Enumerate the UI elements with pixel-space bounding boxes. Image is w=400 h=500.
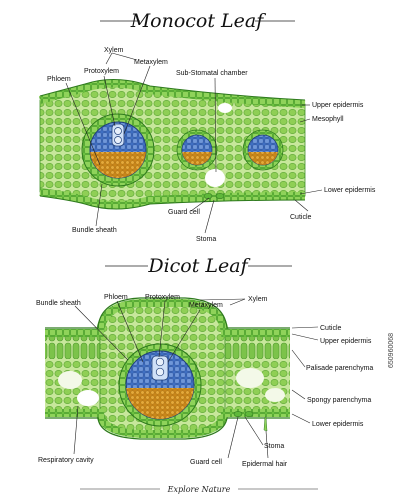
dicot-xylem-vessel-2: [155, 367, 165, 377]
dicot-label-palisade: Palisade parenchyma: [306, 365, 373, 372]
monocot-label-phloem: Phloem: [47, 76, 71, 83]
dicot-guard-cell-right: [244, 411, 254, 417]
monocot-leader-lines: [65, 52, 323, 234]
dicot-label-epidermal-hair: Epidermal hair: [242, 461, 288, 468]
monocot-upper-epidermis: [38, 79, 306, 108]
dicot-label-protoxylem: Protoxylem: [145, 294, 180, 301]
monocot-label-xylem: Xylem: [104, 47, 124, 54]
dicot-lower-epidermis: [45, 409, 290, 438]
dicot-label-spongy: Spongy parenchyma: [307, 397, 371, 404]
monocot-lower-cuticle: [39, 195, 306, 210]
dicot-label-xylem: Xylem: [248, 296, 268, 303]
stock-id: 650960068: [388, 332, 395, 368]
monocot-substomatal-chamber: [205, 169, 225, 187]
monocot-lower-epidermis: [39, 188, 306, 209]
dicot-label-upper-epidermis: Upper epidermis: [320, 338, 372, 345]
footer-text: Explore Nature: [167, 485, 231, 494]
monocot-guard-cell-right: [215, 193, 225, 199]
monocot-phloem-small-2: [248, 152, 278, 165]
dicot-epidermal-hair: [263, 416, 268, 432]
dicot-air-space-2: [236, 368, 264, 388]
monocot-stoma-upper: [218, 103, 232, 113]
dicot-leader-lines: [73, 298, 319, 459]
dicot-label-phloem: Phloem: [104, 294, 128, 301]
monocot-upper-cuticle: [39, 78, 306, 101]
dicot-label-cuticle: Cuticle: [320, 325, 342, 332]
dicot-label-stoma: Stoma: [264, 443, 284, 450]
dicot-air-space-3: [265, 388, 285, 402]
monocot-label-guard-cell: Guard cell: [168, 209, 200, 216]
monocot-label-stoma: Stoma: [196, 236, 216, 243]
monocot-label-metaxylem: Metaxylem: [134, 59, 168, 66]
dicot-label-guard-cell: Guard cell: [190, 459, 222, 466]
dicot-upper-epidermis: [45, 299, 290, 337]
monocot-label-bundle-sheath: Bundle sheath: [72, 227, 117, 234]
monocot-metaxylem-vessel-2: [114, 136, 122, 144]
dicot-guard-cell-left: [233, 411, 243, 417]
monocot-label-lower-epidermis: Lower epidermis: [324, 187, 376, 194]
dicot-xylem-vessel: [155, 357, 165, 367]
monocot-section: Monocot Leaf: [38, 10, 376, 243]
monocot-title: Monocot Leaf: [130, 10, 267, 32]
monocot-label-cuticle: Cuticle: [290, 214, 312, 221]
dicot-air-space-1: [58, 371, 82, 389]
dicot-title: Dicot Leaf: [147, 255, 250, 277]
dicot-section: Dicot Leaf: [36, 255, 373, 468]
dicot-label-bundle-sheath: Bundle sheath: [36, 300, 81, 307]
monocot-label-sub-stomatal: Sub-Stomatal chamber: [176, 70, 248, 77]
dicot-upper-cuticle: [45, 297, 290, 329]
dicot-label-respiratory-cavity: Respiratory cavity: [38, 457, 94, 464]
monocot-label-protoxylem: Protoxylem: [84, 68, 119, 75]
monocot-phloem-small-1: [182, 152, 212, 165]
monocot-guard-cell-left: [203, 193, 213, 199]
dicot-label-lower-epidermis: Lower epidermis: [312, 421, 364, 428]
dicot-respiratory-cavity: [77, 390, 99, 406]
monocot-metaxylem-vessel: [114, 127, 122, 135]
dicot-label-metaxylem: Metaxylem: [189, 302, 223, 309]
monocot-label-upper-epidermis: Upper epidermis: [312, 102, 364, 109]
dicot-lower-cuticle: [45, 417, 290, 440]
monocot-label-mesophyll: Mesophyll: [312, 116, 344, 123]
